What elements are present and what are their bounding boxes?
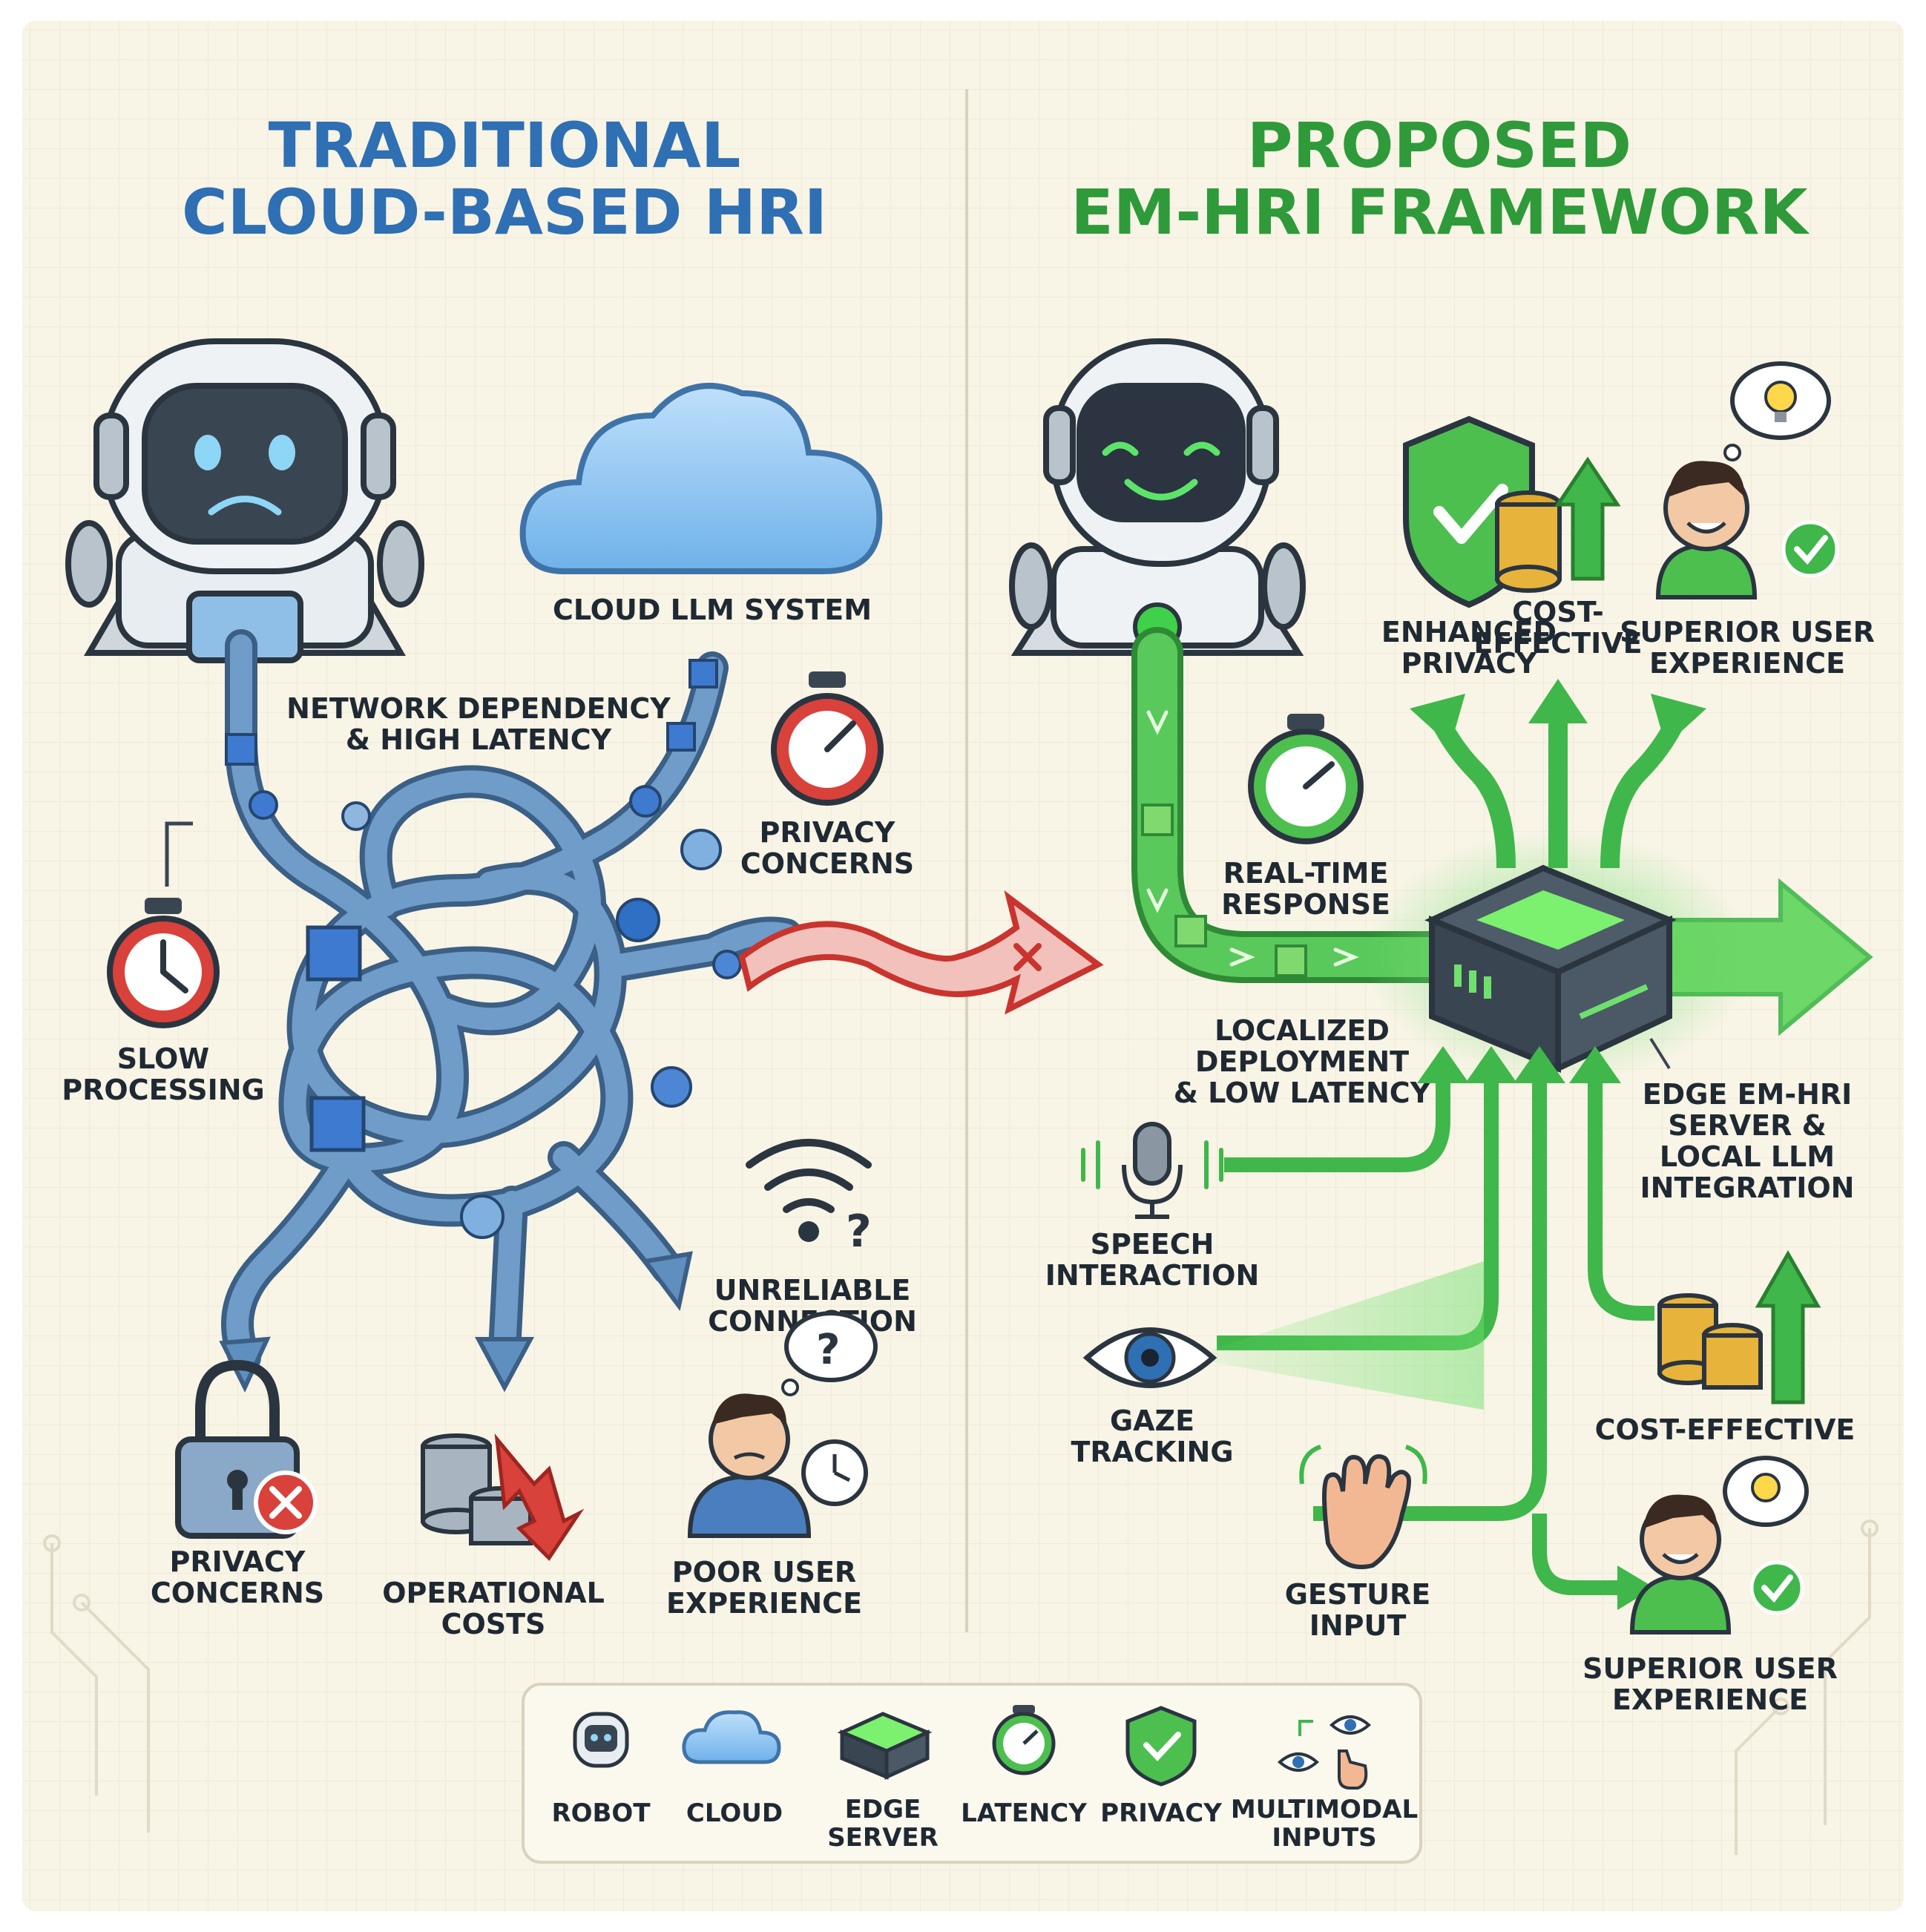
legend-labels: ROBOT CLOUD EDGE SERVER LATENCY PRIVACY … <box>551 1795 1418 1853</box>
gaze-label-1: GAZE <box>1110 1404 1194 1437</box>
benefit-arrowheads <box>1410 679 1706 746</box>
left-title-line-1: TRADITIONAL <box>269 109 741 182</box>
coins-up-bottom-icon <box>1657 1249 1821 1404</box>
speech-label-1: SPEECH <box>1091 1228 1215 1261</box>
enhanced-privacy-label-1: ENHANCED <box>1381 616 1557 648</box>
legend-stopwatch-icon <box>992 1705 1056 1775</box>
edge-label-2: SERVER & <box>1668 1109 1827 1142</box>
legend-multimodal-icon <box>1277 1715 1372 1790</box>
happy-user-icon <box>1655 361 1839 599</box>
privacy-concerns-top-label-2: CONCERNS <box>740 847 914 880</box>
outgoing-arrows <box>219 1251 693 1393</box>
legend-edge-label-2: SERVER <box>827 1823 939 1853</box>
network-latency-label-2: & HIGH LATENCY <box>346 723 612 756</box>
eye-icon <box>1082 1327 1217 1388</box>
operational-costs-label-2: COSTS <box>441 1608 546 1640</box>
microphone-icon <box>1081 1122 1223 1219</box>
legend-cloud-icon <box>682 1710 781 1764</box>
coins-down-icon <box>421 1433 585 1561</box>
confused-user-icon: ? <box>687 1311 878 1538</box>
pipe-flow-arrows <box>1146 710 1359 967</box>
poor-ux-label-1: POOR USER <box>672 1556 856 1588</box>
hand-icon <box>1299 1445 1427 1569</box>
edge-server-icon <box>1424 864 1677 1074</box>
legend-cloud-label: CLOUD <box>686 1798 783 1828</box>
cloud-llm-icon <box>519 383 883 574</box>
localized-label-1: LOCALIZED <box>1215 1014 1390 1047</box>
gesture-label-2: INPUT <box>1309 1609 1407 1642</box>
cloud-llm-label: CLOUD LLM SYSTEM <box>553 594 872 626</box>
edge-callout-line <box>1649 1037 1671 1070</box>
poor-ux-label-2: EXPERIENCE <box>666 1587 862 1620</box>
privacy-concerns-bottom-label-1: PRIVACY <box>170 1545 306 1578</box>
edge-label-3: LOCAL LLM <box>1660 1140 1835 1173</box>
tangled-pipes <box>221 629 803 1374</box>
input-arrowheads <box>1417 1046 1654 1610</box>
enhanced-privacy-label-2: PRIVACY <box>1401 647 1537 680</box>
slow-stopwatch-icon <box>107 898 220 1028</box>
superior-ux-bottom-label-2: EXPERIENCE <box>1612 1683 1808 1716</box>
callout-line <box>165 821 193 887</box>
green-output-arrow <box>1660 878 1873 1036</box>
legend-robot-icon <box>573 1712 629 1768</box>
lock-icon <box>175 1359 318 1539</box>
cost-effective-top-label-1: COST- <box>1512 596 1604 628</box>
gaze-label-2: TRACKING <box>1071 1436 1233 1468</box>
superior-ux-bottom-label-1: SUPERIOR USER <box>1582 1652 1838 1685</box>
legend-privacy-label: PRIVACY <box>1100 1798 1222 1828</box>
edge-label-1: EDGE EM-HRI <box>1643 1078 1853 1111</box>
operational-costs-label-1: OPERATIONAL <box>382 1577 605 1609</box>
gaze-beam <box>1187 1261 1484 1410</box>
superior-ux-top-label-1: SUPERIOR USER <box>1620 616 1875 648</box>
superior-ux-top-label-2: EXPERIENCE <box>1649 647 1845 680</box>
coins-up-icon <box>1495 456 1621 593</box>
edge-label-4: INTEGRATION <box>1640 1172 1855 1204</box>
unreliable-label-1: UNRELIABLE <box>714 1274 911 1307</box>
realtime-label-1: REAL-TIME <box>1223 857 1389 890</box>
left-title-line-2: CLOUD-BASED HRI <box>182 176 827 249</box>
legend-shield-icon <box>1125 1706 1197 1787</box>
red-failing-arrow <box>738 890 1104 1015</box>
localized-label-3: & LOW LATENCY <box>1174 1077 1431 1109</box>
right-title-line-2: EM-HRI FRAMEWORK <box>1071 176 1810 249</box>
question-mark-icon: ? <box>846 1206 872 1258</box>
wifi-icon <box>746 1139 872 1213</box>
right-title-line-1: PROPOSED <box>1247 109 1631 182</box>
network-latency-label-1: NETWORK DEPENDENCY <box>286 692 671 725</box>
speech-label-2: INTERACTION <box>1045 1259 1260 1292</box>
legend-edge-label-1: EDGE <box>845 1795 921 1824</box>
data-particles <box>225 659 742 1239</box>
privacy-concerns-bottom-label-2: CONCERNS <box>151 1577 324 1609</box>
gesture-label-1: GESTURE <box>1285 1578 1431 1611</box>
green-stopwatch-icon <box>1248 714 1364 844</box>
circuit-decoration <box>43 1519 1879 1855</box>
cost-effective-top-label-2: EFFECTIVE <box>1473 627 1642 660</box>
sad-robot-icon <box>65 338 424 663</box>
happy-robot-icon <box>1009 338 1306 656</box>
privacy-concerns-top-label-1: PRIVACY <box>760 816 895 849</box>
legend-latency-label: LATENCY <box>961 1798 1087 1828</box>
slow-processing-label-2: PROCESSING <box>62 1074 264 1106</box>
legend-multimodal-label-2: INPUTS <box>1272 1823 1376 1853</box>
green-data-cubes <box>1141 804 1307 977</box>
svg-text:?: ? <box>816 1326 840 1374</box>
happy-user-bottom-icon <box>1629 1456 1809 1634</box>
localized-label-2: DEPLOYMENT <box>1195 1045 1409 1078</box>
realtime-label-2: RESPONSE <box>1221 888 1390 921</box>
legend-multimodal-label-1: MULTIMODAL <box>1231 1795 1418 1824</box>
legend-robot-label: ROBOT <box>551 1798 651 1828</box>
stopwatch-icon <box>771 671 884 806</box>
legend-edge-server-icon <box>837 1712 933 1780</box>
cost-effective-bottom-label: COST-EFFECTIVE <box>1595 1413 1856 1446</box>
slow-processing-label-1: SLOW <box>117 1042 209 1075</box>
